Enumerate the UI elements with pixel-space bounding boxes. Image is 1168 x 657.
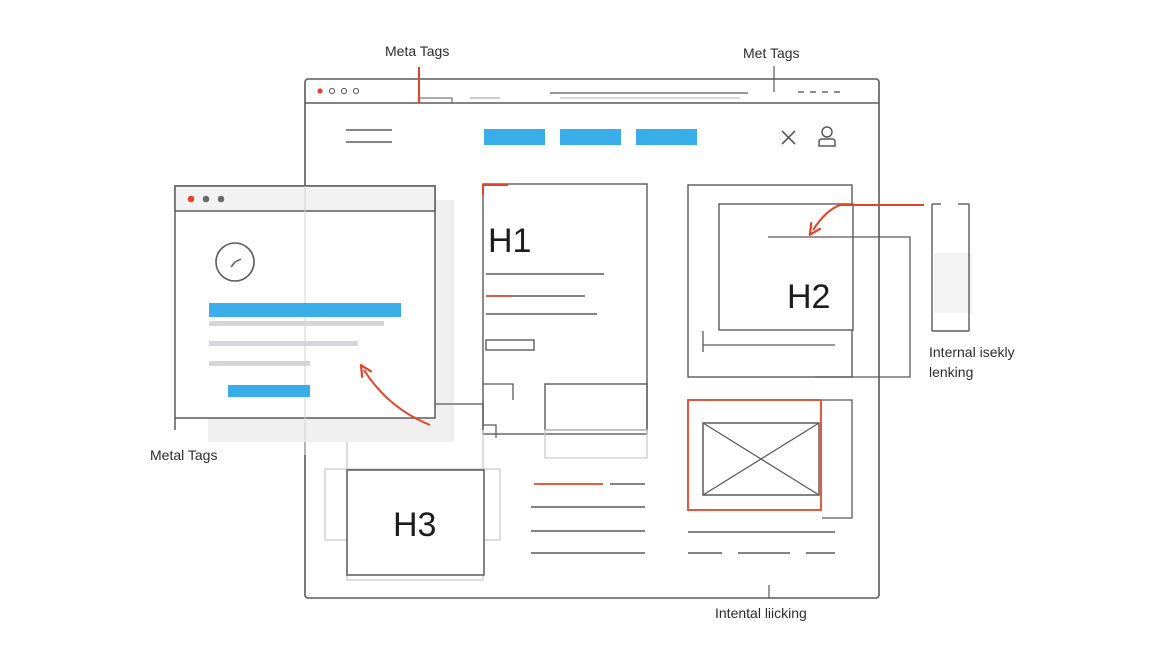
inner-link-boxes <box>482 383 648 459</box>
heading-h2: H2 <box>787 278 831 316</box>
content-text-lines <box>531 483 645 554</box>
h2-card <box>687 184 911 378</box>
image-placeholder-icon <box>702 422 820 496</box>
hamburger-icon <box>346 129 392 143</box>
h1-card <box>482 183 648 435</box>
internal-linking-arrow-h2 <box>813 204 924 230</box>
clock-icon <box>215 242 255 282</box>
internal-linking-arrow-overlay <box>364 370 431 426</box>
label-meta-tags-top-right: Met Tags <box>743 45 800 61</box>
heading-h1: H1 <box>488 222 532 260</box>
label-meta-tags-left: Metal Tags <box>150 447 218 463</box>
overlay-cta-button <box>228 385 310 397</box>
nav-tab-3 <box>636 129 697 145</box>
user-icon <box>818 126 836 147</box>
close-icon <box>781 130 796 145</box>
connector-line <box>435 403 484 430</box>
overlay-title-bar <box>209 303 401 317</box>
label-internal-linking-right-line2: lenking <box>929 364 974 380</box>
overlay-browser-window <box>174 185 454 455</box>
h3-card <box>324 403 501 581</box>
image-card <box>687 399 853 554</box>
label-internal-linking-bottom: Intental liicking <box>715 605 807 621</box>
heading-h3: H3 <box>393 506 437 544</box>
side-panel <box>931 203 972 332</box>
nav-tab-2 <box>560 129 621 145</box>
window-dots <box>317 87 360 95</box>
label-meta-tags-top-left: Meta Tags <box>385 43 450 59</box>
nav-tab-1 <box>484 129 545 145</box>
label-internal-linking-right-line1: Internal isekly <box>929 344 1015 360</box>
